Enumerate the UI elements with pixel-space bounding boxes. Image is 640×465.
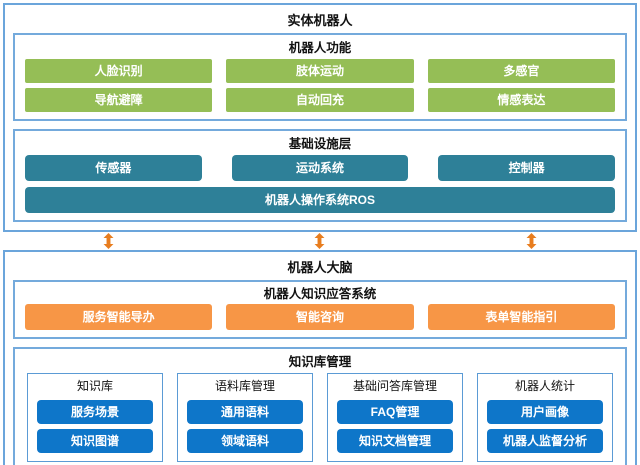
knowledge-item-block: 用户画像	[487, 400, 603, 424]
function-block: 肢体运动	[226, 59, 414, 83]
box-robot-functions: 机器人功能 人脸识别 肢体运动 多感官 导航避障 自动回充 情感表达	[13, 33, 627, 121]
qa-service-block: 智能咨询	[226, 304, 414, 330]
knowledge-mgmt-title: 知识库管理	[288, 355, 352, 369]
group-title: 机器人统计	[514, 379, 575, 393]
box-infrastructure: 基础设施层 传感器 运动系统 控制器 机器人操作系统ROS	[13, 129, 627, 222]
box-knowledge-mgmt: 知识库管理 知识库 服务场景 知识图谱 语料库管理 通用语料 领域语料 基础问答…	[13, 347, 627, 465]
function-block: 人脸识别	[25, 59, 213, 83]
physical-robot-title: 实体机器人	[287, 13, 353, 28]
qa-system-grid: 服务智能导办 智能咨询 表单智能指引	[15, 304, 625, 337]
arrow-cell	[426, 233, 637, 249]
section-robot-brain: 机器人大脑 机器人知识应答系统 服务智能导办 智能咨询 表单智能指引 知识库管理…	[3, 250, 637, 465]
double-arrow-icon	[103, 233, 114, 249]
knowledge-group-stats: 机器人统计 用户画像 机器人监督分析	[477, 373, 613, 462]
arrow-cell	[214, 233, 425, 249]
ros-block: 机器人操作系统ROS	[25, 187, 615, 213]
infrastructure-title: 基础设施层	[288, 137, 352, 151]
knowledge-item-block: 服务场景	[37, 400, 153, 424]
knowledge-item-block: 知识图谱	[37, 429, 153, 453]
knowledge-groups: 知识库 服务场景 知识图谱 语料库管理 通用语料 领域语料 基础问答库管理 FA…	[15, 373, 625, 465]
knowledge-item-block: 领域语料	[187, 429, 303, 453]
double-arrow-icon	[526, 233, 537, 249]
function-block: 情感表达	[427, 88, 615, 112]
group-title: 基础问答库管理	[352, 379, 437, 393]
function-block: 自动回充	[226, 88, 414, 112]
robot-functions-grid: 人脸识别 肢体运动 多感官 导航避障 自动回充 情感表达	[15, 59, 625, 119]
arrow-cell	[3, 233, 214, 249]
group-title: 知识库	[76, 379, 113, 393]
infrastructure-grid: 传感器 运动系统 控制器	[15, 155, 625, 187]
infrastructure-block: 控制器	[438, 155, 615, 181]
box-qa-system: 机器人知识应答系统 服务智能导办 智能咨询 表单智能指引	[13, 280, 627, 339]
infrastructure-block: 传感器	[25, 155, 202, 181]
knowledge-item-block: 知识文档管理	[337, 429, 453, 453]
section-physical-robot: 实体机器人 机器人功能 人脸识别 肢体运动 多感官 导航避障 自动回充 情感表达…	[3, 3, 637, 232]
group-title: 语料库管理	[214, 379, 275, 393]
qa-service-block: 服务智能导办	[25, 304, 213, 330]
function-block: 多感官	[427, 59, 615, 83]
knowledge-group-corpus: 语料库管理 通用语料 领域语料	[177, 373, 313, 462]
qa-system-title: 机器人知识应答系统	[263, 287, 377, 301]
knowledge-group-faq: 基础问答库管理 FAQ管理 知识文档管理	[327, 373, 463, 462]
robot-brain-title: 机器人大脑	[287, 260, 353, 275]
double-arrow-icon	[315, 233, 325, 249]
qa-service-block: 表单智能指引	[427, 304, 615, 330]
connection-arrows	[3, 232, 637, 250]
function-block: 导航避障	[25, 88, 213, 112]
knowledge-group-kb: 知识库 服务场景 知识图谱	[27, 373, 163, 462]
infrastructure-block: 运动系统	[231, 155, 409, 181]
robot-functions-title: 机器人功能	[288, 41, 352, 55]
knowledge-item-block: FAQ管理	[337, 400, 453, 424]
knowledge-item-block: 通用语料	[187, 400, 303, 424]
knowledge-item-block: 机器人监督分析	[487, 429, 603, 453]
